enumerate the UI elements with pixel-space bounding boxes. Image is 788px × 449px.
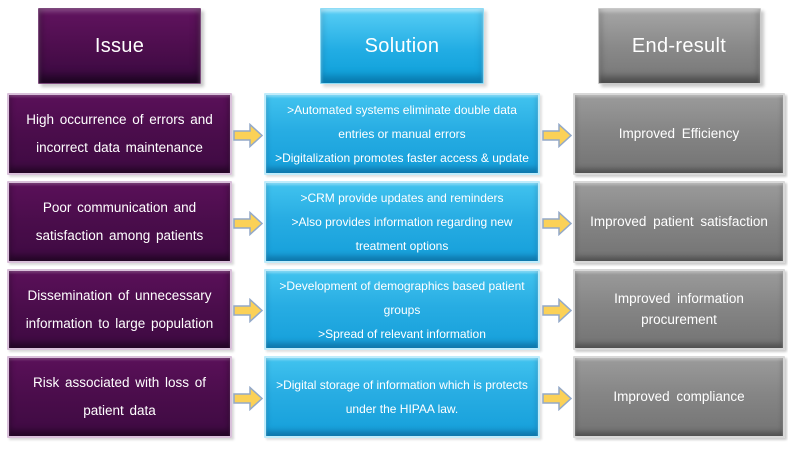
end-result-text: Improved compliance [613, 388, 745, 404]
end-result-cell: Improved compliance [573, 353, 785, 441]
solution-header-label: Solution [364, 34, 440, 57]
flow-arrow-icon [233, 210, 263, 236]
solution-bullet: >Digital storage of information which is… [276, 378, 528, 416]
end-result-header-label: End-result [631, 34, 727, 57]
spacer [540, 0, 573, 90]
issue-cell: Dissemination of unnecessary information… [7, 266, 232, 353]
solution-cell: >Development of demographics based patie… [264, 266, 540, 353]
end-result-cell: Improved information procurement [573, 266, 785, 353]
flow-arrow-icon [541, 122, 572, 148]
issue-header-label: Issue [94, 34, 145, 57]
solution-text: >Development of demographics based patie… [266, 274, 538, 346]
solution-bullet: >CRM provide updates and reminders [300, 191, 504, 205]
end-result-box: Improved patient satisfaction [573, 181, 785, 263]
issue-box: High occurrence of errors and incorrect … [7, 93, 232, 175]
arrow-cell [232, 266, 264, 353]
solution-box: >Development of demographics based patie… [264, 269, 540, 350]
end-result-box: Improved Efficiency [573, 93, 785, 175]
end-result-cell: Improved patient satisfaction [573, 178, 785, 266]
solution-header-box: Solution [320, 8, 484, 84]
arrow-cell [232, 353, 264, 441]
spacer [232, 0, 264, 90]
arrow-cell [232, 90, 264, 178]
flow-arrow-icon [233, 298, 263, 323]
issue-box: Poor communication and satisfaction amon… [7, 181, 232, 263]
issue-box: Risk associated with loss of patient dat… [7, 356, 232, 438]
solution-box: >CRM provide updates and reminders >Also… [264, 181, 540, 263]
solution-box: >Automated systems eliminate double data… [264, 93, 540, 175]
end-result-cell: Improved Efficiency [573, 90, 785, 178]
end-result-text: Improved patient satisfaction [590, 213, 768, 229]
solution-bullet: >Automated systems eliminate double data… [287, 103, 517, 141]
solution-text: >Digital storage of information which is… [266, 373, 538, 421]
issue-cell: Poor communication and satisfaction amon… [7, 178, 232, 266]
flow-arrow-icon [541, 385, 572, 411]
arrow-cell [540, 178, 573, 266]
solution-bullet: >Development of demographics based patie… [279, 278, 525, 317]
issue-text: Risk associated with loss of patient dat… [32, 375, 207, 418]
solution-box: >Digital storage of information which is… [264, 356, 540, 438]
solution-cell: >CRM provide updates and reminders >Also… [264, 178, 540, 266]
end-result-text: Improved information procurement [614, 290, 744, 327]
arrow-cell [232, 178, 264, 266]
flow-arrow-icon [233, 385, 263, 411]
issue-text: Dissemination of unnecessary information… [25, 287, 214, 331]
issue-box: Dissemination of unnecessary information… [7, 269, 232, 350]
arrow-cell [540, 353, 573, 441]
issue-cell: High occurrence of errors and incorrect … [7, 90, 232, 178]
arrow-cell [540, 90, 573, 178]
solution-text: >CRM provide updates and reminders >Also… [266, 186, 538, 258]
flow-arrow-icon [541, 210, 572, 236]
end-result-text: Improved Efficiency [618, 125, 740, 141]
solution-cell: >Automated systems eliminate double data… [264, 90, 540, 178]
issue-header-box: Issue [38, 8, 201, 84]
solution-bullet: >Also provides information regarding new… [291, 215, 513, 253]
arrow-cell [540, 266, 573, 353]
solution-header-cell: Solution [264, 0, 540, 90]
end-result-header-cell: End-result [573, 0, 785, 90]
issue-header-cell: Issue [7, 0, 232, 90]
solution-text: >Automated systems eliminate double data… [266, 98, 538, 170]
issue-text: High occurrence of errors and incorrect … [26, 112, 213, 155]
solution-bullet: >Digitalization promotes faster access &… [275, 151, 529, 165]
solution-cell: >Digital storage of information which is… [264, 353, 540, 441]
flow-arrow-icon [233, 122, 263, 148]
end-result-box: Improved information procurement [573, 269, 785, 350]
solution-bullet: >Spread of relevant information [318, 326, 486, 341]
end-result-box: Improved compliance [573, 356, 785, 438]
issue-text: Poor communication and satisfaction amon… [35, 200, 204, 243]
issue-cell: Risk associated with loss of patient dat… [7, 353, 232, 441]
end-result-header-box: End-result [597, 8, 761, 84]
flow-arrow-icon [541, 298, 572, 323]
